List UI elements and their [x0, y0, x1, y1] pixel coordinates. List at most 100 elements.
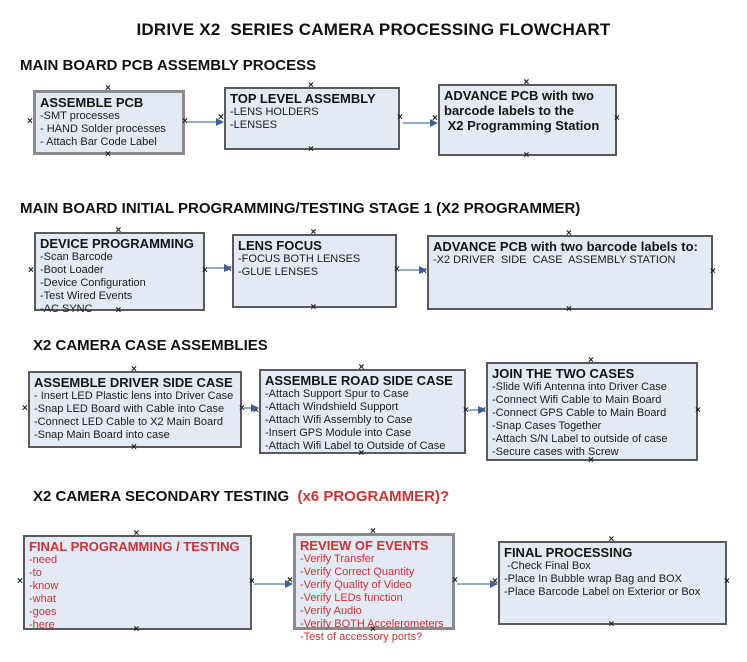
box-line: -Place In Bubble wrap Bag and BOX: [504, 573, 682, 585]
connector-arrow[interactable]: [403, 122, 431, 124]
box-line: -X2 DRIVER SIDE CASE ASSEMBLY STATION: [433, 254, 676, 266]
box-line: -Snap LED Board with Cable into Case: [34, 403, 225, 415]
connection-handle-icon[interactable]: ×: [370, 624, 376, 635]
connection-handle-icon[interactable]: ×: [588, 355, 594, 366]
flow-box[interactable]: DEVICE PROGRAMMING-Scan Barcode-Boot Loa…: [34, 232, 205, 315]
box-line: -know: [29, 580, 59, 592]
connection-handle-icon[interactable]: ×: [115, 225, 122, 236]
section-heading: X2 CAMERA CASE ASSEMBLIES: [33, 337, 268, 354]
box-heading: X2 Programming Station: [444, 118, 600, 133]
flow-box[interactable]: LENS FOCUS-FOCUS BOTH LENSES-GLUE LENSES: [232, 234, 397, 308]
flow-box[interactable]: FINAL PROCESSING -Check Final Box-Place …: [498, 541, 727, 625]
flow-box[interactable]: ASSEMBLE PCB-SMT processes- HAND Solder …: [33, 90, 185, 155]
connector-arrow[interactable]: [468, 409, 479, 411]
section-heading: X2 CAMERA SECONDARY TESTING (x6 PROGRAMM…: [33, 488, 449, 505]
section-heading: MAIN BOARD INITIAL PROGRAMMING/TESTING S…: [20, 200, 580, 217]
box-line: -Snap Main Board into case: [34, 429, 170, 441]
connection-handle-icon[interactable]: ×: [133, 624, 140, 635]
connection-handle-icon[interactable]: ×: [105, 83, 111, 94]
connection-handle-icon[interactable]: ×: [115, 305, 122, 316]
connection-handle-icon[interactable]: ×: [218, 111, 224, 123]
connection-handle-icon[interactable]: ×: [614, 113, 620, 124]
box-line: -Test of accessory ports?: [300, 631, 423, 643]
connection-handle-icon[interactable]: ×: [310, 302, 317, 313]
connection-handle-icon[interactable]: ×: [182, 115, 188, 127]
box-line: -Connect Wifi Cable to Main Board: [492, 394, 662, 406]
box-heading: FINAL PROGRAMMING / TESTING: [29, 539, 240, 554]
connection-handle-icon[interactable]: ×: [695, 404, 701, 416]
connector-arrow[interactable]: [244, 407, 252, 409]
flow-box[interactable]: JOIN THE TWO CASES-Slide Wifi Antenna in…: [486, 362, 698, 461]
connector-arrow[interactable]: [187, 121, 217, 123]
connector-arrow[interactable]: [207, 267, 225, 269]
connection-handle-icon[interactable]: ×: [397, 111, 403, 123]
box-heading: JOIN THE TWO CASES: [492, 366, 635, 381]
connection-handle-icon[interactable]: ×: [463, 404, 469, 416]
flow-box[interactable]: ADVANCE PCB with two barcode labels to:-…: [427, 235, 713, 310]
connection-handle-icon[interactable]: ×: [358, 448, 365, 459]
box-line: -Insert GPS Module into Case: [265, 427, 412, 439]
connection-handle-icon[interactable]: ×: [202, 264, 208, 276]
connection-handle-icon[interactable]: ×: [17, 575, 23, 587]
box-heading: DEVICE PROGRAMMING: [40, 236, 194, 251]
arrow-head-icon: [224, 264, 232, 272]
flow-box[interactable]: FINAL PROGRAMMING / TESTING-need-to-know…: [23, 535, 252, 631]
connection-handle-icon[interactable]: ×: [370, 526, 376, 537]
connection-handle-icon[interactable]: ×: [566, 304, 572, 315]
connection-handle-icon[interactable]: ×: [105, 149, 111, 160]
section-heading-red-text: (x6 PROGRAMMER)?: [297, 488, 450, 505]
flow-box[interactable]: ASSEMBLE DRIVER SIDE CASE- Insert LED Pl…: [28, 371, 242, 448]
connector-arrow[interactable]: [457, 583, 491, 585]
connection-handle-icon[interactable]: ×: [131, 442, 137, 453]
box-line: -GLUE LENSES: [238, 266, 319, 278]
box-line: -Verify Transfer: [300, 553, 375, 565]
connection-handle-icon[interactable]: ×: [394, 264, 400, 275]
box-line: -here: [29, 619, 55, 631]
connection-handle-icon[interactable]: ×: [724, 576, 730, 587]
flow-box[interactable]: REVIEW OF EVENTS-Verify Transfer-Verify …: [293, 533, 455, 643]
flow-box[interactable]: ASSEMBLE ROAD SIDE CASE-Attach Support S…: [259, 369, 466, 454]
box-line: -goes: [29, 606, 57, 618]
connection-handle-icon[interactable]: ×: [358, 362, 365, 373]
connection-handle-icon[interactable]: ×: [710, 265, 716, 277]
box-heading: ASSEMBLE ROAD SIDE CASE: [265, 373, 453, 388]
connection-handle-icon[interactable]: ×: [432, 113, 438, 124]
box-line: -Verify LEDs function: [300, 592, 403, 604]
connection-handle-icon[interactable]: ×: [28, 264, 34, 276]
connection-handle-icon[interactable]: ×: [22, 402, 28, 414]
connection-handle-icon[interactable]: ×: [310, 227, 317, 238]
connection-handle-icon[interactable]: ×: [133, 528, 140, 539]
box-line: -Connect GPS Cable to Main Board: [492, 407, 667, 419]
box-line: -Connect LED Cable to X2 Main Board: [34, 416, 223, 428]
box-line: -need: [29, 554, 58, 566]
box-line: -SMT processes: [40, 110, 120, 122]
connection-handle-icon[interactable]: ×: [452, 574, 458, 586]
connection-handle-icon[interactable]: ×: [27, 115, 33, 127]
box-line: -Attach Wifi Label to Outside of Case: [265, 440, 446, 452]
connection-handle-icon[interactable]: ×: [608, 619, 615, 630]
section-heading-text: MAIN BOARD PCB ASSEMBLY PROCESS: [20, 57, 317, 74]
page-title: IDRIVE X2 SERIES CAMERA PROCESSING FLOWC…: [136, 20, 611, 39]
arrow-head-icon: [216, 118, 224, 126]
box-line: - HAND Solder processes: [40, 123, 166, 135]
box-line: -Attach Windshield Support: [265, 401, 399, 413]
arrow-head-icon: [478, 406, 486, 414]
connection-handle-icon[interactable]: ×: [588, 455, 594, 466]
arrow-head-icon: [251, 404, 259, 412]
box-heading: LENS FOCUS: [238, 238, 322, 253]
connection-handle-icon[interactable]: ×: [523, 150, 530, 161]
connection-handle-icon[interactable]: ×: [566, 228, 572, 239]
connection-handle-icon[interactable]: ×: [131, 364, 137, 375]
connection-handle-icon[interactable]: ×: [608, 534, 615, 545]
box-line: -Check Final Box: [504, 560, 591, 572]
arrow-head-icon: [490, 580, 498, 588]
connection-handle-icon[interactable]: ×: [523, 77, 530, 88]
connector-arrow[interactable]: [399, 269, 420, 271]
flow-box[interactable]: TOP LEVEL ASSEMBLY-LENS HOLDERS-LENSES: [224, 87, 400, 150]
connection-handle-icon[interactable]: ×: [308, 80, 314, 91]
connection-handle-icon[interactable]: ×: [249, 575, 255, 587]
connection-handle-icon[interactable]: ×: [239, 402, 245, 414]
connector-arrow[interactable]: [254, 583, 286, 585]
connection-handle-icon[interactable]: ×: [308, 144, 314, 155]
